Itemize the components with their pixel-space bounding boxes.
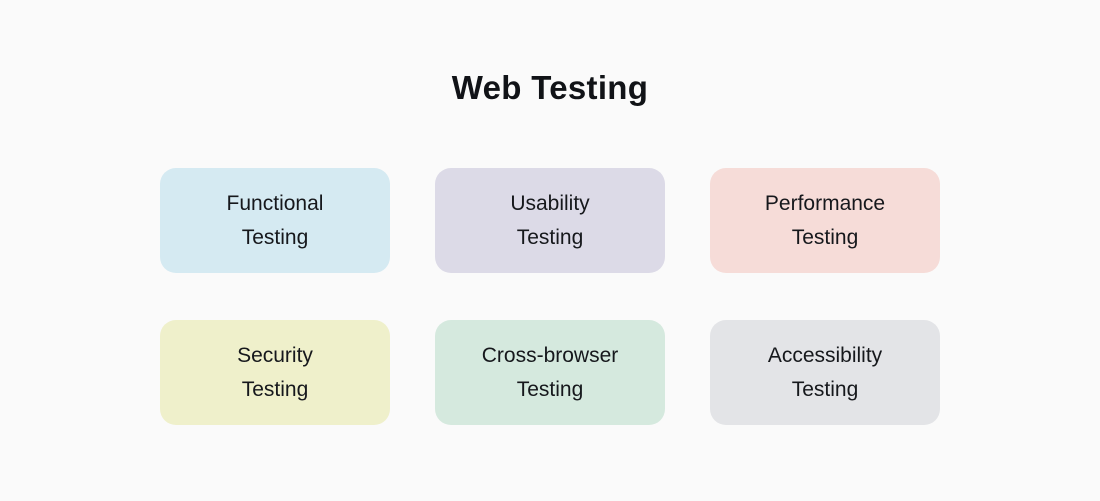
box-security-testing: Security Testing — [160, 320, 390, 425]
box-cross-browser-testing: Cross-browser Testing — [435, 320, 665, 425]
page-title: Web Testing — [451, 69, 649, 106]
box-functional-testing: Functional Testing — [160, 168, 390, 273]
testing-types-grid: Functional Testing Usability Testing Per… — [160, 168, 940, 425]
box-performance-testing: Performance Testing — [710, 168, 940, 273]
box-accessibility-testing: Accessibility Testing — [710, 320, 940, 425]
box-usability-testing: Usability Testing — [435, 168, 665, 273]
